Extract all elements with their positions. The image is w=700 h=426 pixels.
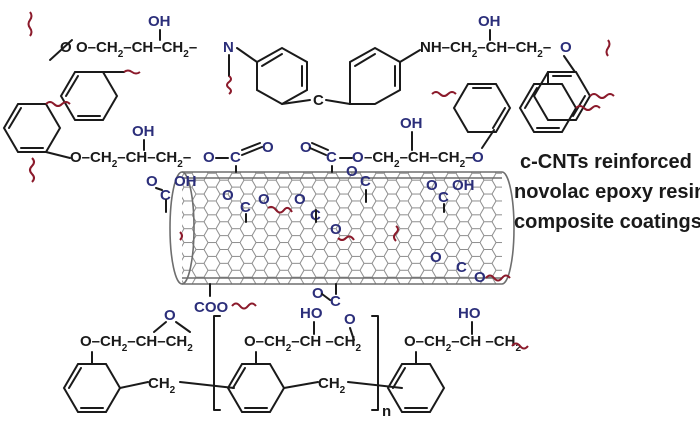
benzene-ring: [452, 83, 512, 133]
bottom-novolac-chain: O–CH2–CH–CH2 O CH2 n O–CH2–CH –CH2 HO CH…: [62, 305, 529, 420]
label-o: O: [164, 307, 176, 324]
label-oh: OH: [148, 13, 171, 30]
label-o: O: [222, 187, 234, 204]
label-o: O: [203, 149, 215, 166]
label-o: O: [426, 177, 438, 194]
label-oh: OH: [452, 177, 475, 194]
label-o: O: [312, 285, 324, 302]
benzene-ring: [62, 363, 122, 413]
caption: c-CNTs reinforced novolac epoxy resin co…: [514, 151, 700, 233]
svg-text:O–CH2–CH –CH2: O–CH2–CH –CH2: [244, 333, 361, 354]
label-c: C: [240, 199, 251, 216]
label-oh: OH: [174, 173, 197, 190]
label-c: C: [360, 173, 371, 190]
label-oh: OH: [400, 115, 423, 132]
caption-line-1: c-CNTs reinforced: [520, 151, 692, 173]
label-ho: HO: [458, 305, 481, 322]
label-n: N: [223, 39, 234, 56]
benzene-ring: [349, 46, 401, 105]
left-ester-chain: O–CH2–CH–CH2– OH O C O: [2, 101, 274, 183]
top-amine-chain: O O–CH2–CH–CH2– OH N C NH–CH2–CH–CH2– O …: [27, 11, 615, 121]
tube-functional-groups: O C OH O C O O C O C O O C OH O C O COO: [146, 163, 511, 341]
svg-text:CH2: CH2: [318, 375, 346, 396]
label-c: C: [330, 293, 341, 310]
benzene-ring: [256, 46, 308, 106]
svg-text:O–CH2–CH–CH2–: O–CH2–CH–CH2–: [70, 149, 191, 170]
caption-line-3: composite coatings: [514, 211, 700, 233]
label-c: C: [313, 92, 324, 109]
label-oh: OH: [132, 123, 155, 140]
label-o: O: [258, 191, 270, 208]
label-ho: HO: [300, 305, 323, 322]
caption-line-2: novolac epoxy resin: [514, 181, 700, 203]
svg-text:O: O: [352, 149, 364, 166]
label-o: O: [146, 173, 158, 190]
label-coo: COO: [194, 299, 229, 316]
svg-text:O–CH2–CH–CH2–: O–CH2–CH–CH2–: [76, 39, 197, 60]
wavy-link: [27, 11, 33, 37]
label-o: O: [472, 149, 484, 166]
svg-text:O–CH2–CH–CH2: O–CH2–CH–CH2: [80, 333, 193, 354]
svg-text:O–CH2–CH –CH2: O–CH2–CH –CH2: [404, 333, 521, 354]
label-o: O: [262, 139, 274, 156]
label-c: C: [160, 187, 171, 204]
carbon-nanotube: [169, 171, 515, 285]
label-o: O: [474, 269, 486, 286]
benzene-ring: [226, 363, 286, 413]
benzene-ring: [59, 71, 119, 121]
label-o: O: [344, 311, 356, 328]
svg-text:CH2: CH2: [148, 375, 176, 396]
svg-text:–CH2–CH–CH2–: –CH2–CH–CH2–: [364, 149, 474, 170]
label-n: n: [382, 403, 391, 420]
label-o: O: [346, 163, 358, 180]
label-o: O: [294, 191, 306, 208]
label-o: O: [560, 39, 572, 56]
right-ester-chain: O C O –CH2–CH–CH2– O OH: [300, 83, 512, 173]
label-o: O: [60, 39, 72, 56]
label-c: C: [230, 149, 241, 166]
benzene-ring: [2, 103, 62, 153]
label-o: O: [430, 249, 442, 266]
label-c: C: [326, 149, 337, 166]
label-c: C: [456, 259, 467, 276]
label-o: O: [330, 221, 342, 238]
right-outer-ring: [518, 71, 601, 133]
svg-text:NH–CH2–CH–CH2–: NH–CH2–CH–CH2–: [420, 39, 551, 60]
label-oh: OH: [478, 13, 501, 30]
benzene-ring: [518, 83, 578, 133]
label-c: C: [438, 189, 449, 206]
benzene-ring: [532, 71, 592, 121]
label-o: O: [300, 139, 312, 156]
benzene-ring: [386, 363, 446, 413]
